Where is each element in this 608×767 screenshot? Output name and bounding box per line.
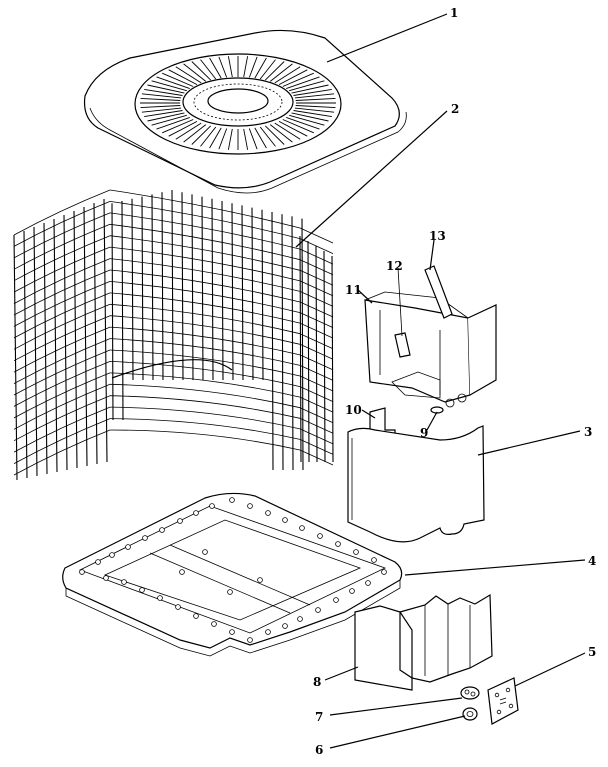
callout-9: 9 <box>420 426 428 440</box>
callout-12: 12 <box>386 259 403 273</box>
control-board-icon <box>487 677 519 725</box>
access-panel-icon <box>347 425 485 543</box>
base-pan-icon <box>62 492 403 657</box>
leader-lines <box>295 13 586 749</box>
callout-6: 6 <box>315 743 323 757</box>
wire-guard-coil-icon <box>13 189 334 481</box>
callout-4: 4 <box>588 554 596 568</box>
callout-8: 8 <box>313 675 321 689</box>
capacitor-fitting-icon <box>460 686 480 700</box>
callout-11: 11 <box>345 283 362 297</box>
small-fitting-icon <box>462 707 478 721</box>
callout-7: 7 <box>315 710 323 724</box>
top-grille-panel-icon <box>83 29 407 194</box>
support-rod-icon <box>424 265 453 319</box>
callout-13: 13 <box>429 229 446 243</box>
callout-1: 1 <box>450 6 458 20</box>
callout-5: 5 <box>588 645 596 659</box>
control-box-icon <box>364 291 497 408</box>
callout-10: 10 <box>345 403 362 417</box>
strap-icon <box>394 267 411 358</box>
callout-2: 2 <box>451 102 459 116</box>
control-box-bracket-icon <box>354 593 493 691</box>
callout-labels: 1 2 3 4 5 6 7 8 9 10 11 12 13 <box>313 6 596 757</box>
callout-3: 3 <box>584 425 592 439</box>
